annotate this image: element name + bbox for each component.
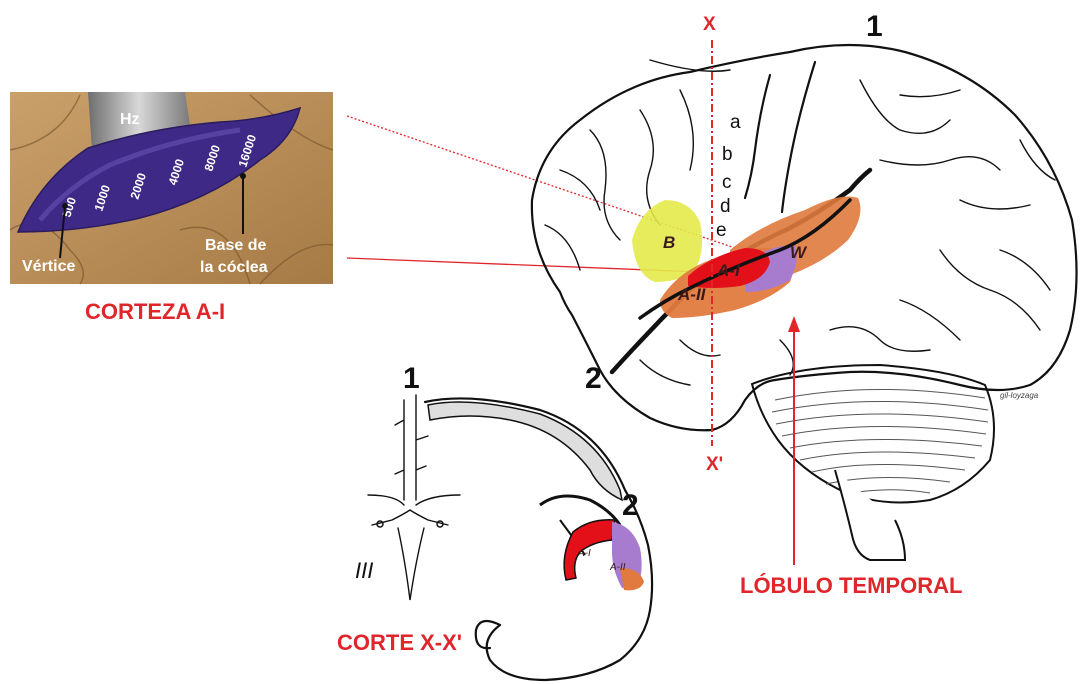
section-fissure-2-label: 2: [622, 489, 639, 522]
apex-dot: [62, 203, 68, 209]
apex-label: Vértice: [22, 258, 75, 275]
sulcus-letter: e: [716, 220, 727, 241]
sulcus-letter: c: [722, 172, 732, 193]
cerebellum: [752, 365, 994, 502]
base-label-line2: la cóclea: [200, 259, 268, 276]
signature: gil-loyzaga: [1000, 391, 1039, 400]
label-primary-auditory: A-I: [716, 261, 741, 280]
temporal-arrow-head: [788, 316, 800, 332]
postcentral-sulcus: [782, 62, 815, 212]
sulcus-letter: d: [720, 196, 731, 217]
inset-caption: CORTEZA A-I: [85, 299, 225, 324]
section-caption: CORTE X-X': [337, 630, 462, 655]
fissure-1-label: 1: [866, 10, 883, 43]
base-label-line1: Base de: [205, 237, 266, 254]
section-fissure-1-label: 1: [403, 362, 420, 395]
fissure-2-label: 2: [585, 362, 602, 395]
sulcus-letter: a: [730, 112, 741, 133]
ventricle-outline: [368, 495, 460, 600]
cochlear-map-inset: Hz 500 1000 2000 4000 8000 16000 Vértice…: [10, 92, 333, 284]
section-label-primary: A-I: [577, 548, 591, 559]
central-sulcus: [745, 75, 770, 198]
unit-label-hz: Hz: [120, 111, 140, 128]
section-gray-band: [428, 402, 622, 500]
temporal-caption: LÓBULO TEMPORAL: [740, 573, 962, 598]
plane-bottom-label: X': [706, 454, 723, 475]
label-secondary-auditory: A-II: [677, 285, 707, 304]
label-broca: B: [663, 233, 675, 252]
sulcus-letter: b: [722, 144, 733, 165]
section-label-secondary: A-II: [609, 562, 626, 573]
plane-top-label: X: [703, 14, 716, 35]
base-dot: [240, 173, 246, 179]
ventricle-label: III: [355, 558, 373, 583]
midline: [395, 395, 428, 500]
label-wernicke: W: [790, 243, 808, 262]
